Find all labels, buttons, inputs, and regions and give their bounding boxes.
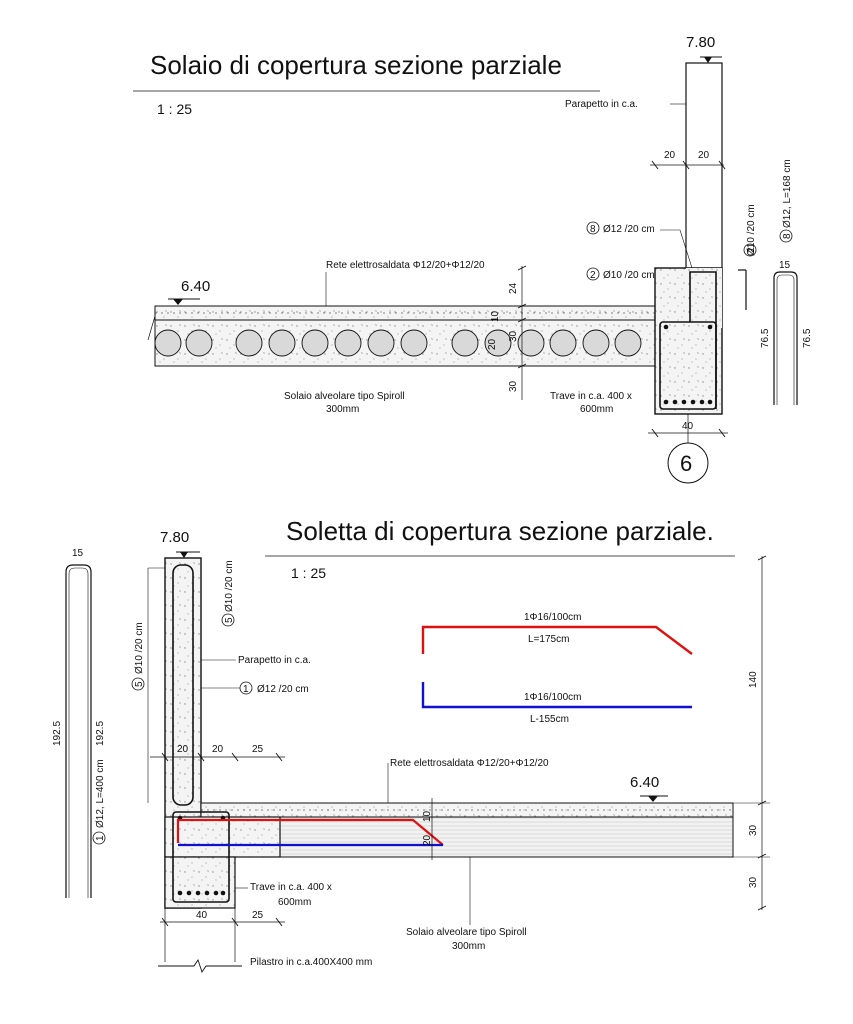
top-level-top: 7.80	[686, 34, 715, 51]
bottom-bar5-tag	[221, 613, 235, 627]
top-sched-765b: 76.5	[802, 328, 813, 348]
top-slab-topping	[154, 305, 656, 321]
top-parapet-label: Parapetto in c.a.	[565, 99, 638, 110]
bottom-bar1-text: Ø12 /20 cm	[257, 684, 309, 695]
top-beam-label-2: 600mm	[580, 404, 613, 415]
bottom-sched-1925a: 192.5	[52, 721, 63, 746]
bottom-level-slab: 6.40	[630, 774, 659, 791]
bottom-level-top-marker	[180, 552, 188, 558]
bottom-blue-bar-line2: L-155cm	[530, 714, 569, 725]
top-bar2-text: Ø10 /20 cm	[603, 270, 655, 281]
top-sched8-bar	[773, 271, 798, 405]
bottom-level-slab-marker	[648, 796, 658, 802]
bottom-parapet-label: Parapetto in c.a.	[238, 655, 311, 666]
bottom-section: Soletta di copertura sezione parziale. 1…	[52, 516, 770, 974]
bottom-hollow-core-slab	[279, 816, 734, 858]
bottom-dim-30b: 30	[748, 876, 759, 888]
top-mesh-label: Rete elettrosaldata Φ12/20+Φ12/20	[326, 260, 485, 271]
bottom-beam-label-2: 600mm	[278, 897, 311, 908]
bottom-red-bar-line1: 1Φ16/100cm	[524, 612, 581, 623]
bottom-bar5b-text: Ø10 /20 cm	[134, 622, 145, 674]
svg-text:1: 1	[243, 684, 249, 695]
top-title: Solaio di copertura sezione parziale	[150, 50, 562, 80]
top-sched-15: 15	[779, 260, 791, 271]
top-dim-30b: 30	[508, 380, 519, 392]
bottom-bar5-text: Ø10 /20 cm	[224, 560, 235, 612]
svg-text:8: 8	[590, 224, 596, 235]
top-sched2-text: Ø10 /20 cm	[746, 204, 757, 256]
top-sched8-tag	[779, 229, 793, 243]
top-axis-label: 6	[680, 451, 692, 476]
bottom-level-top: 7.80	[160, 529, 189, 546]
top-slab-cores	[154, 329, 642, 357]
svg-text:5: 5	[224, 617, 235, 623]
top-slab-label-1: Solaio alveolare tipo Spiroll	[284, 391, 405, 402]
top-level-slab-marker	[173, 299, 183, 305]
bottom-dim-25a: 25	[252, 744, 264, 755]
top-parapet-wall	[685, 62, 723, 269]
top-beam-label-1: Trave in c.a. 400 x	[550, 391, 632, 402]
bottom-dim-140: 140	[748, 671, 759, 688]
bottom-beam-stirrup	[172, 811, 230, 903]
top-level-top-marker	[704, 57, 712, 63]
top-dim-10: 10	[490, 310, 501, 322]
top-bar8-tag	[586, 221, 600, 235]
top-axis-bubble	[667, 442, 709, 484]
bottom-red-bar-line2: L=175cm	[528, 634, 569, 645]
bottom-dim-40: 40	[196, 910, 208, 921]
bottom-beam-top	[164, 816, 281, 858]
bottom-sched1-text: Ø12, L=400 cm	[95, 759, 106, 828]
bottom-beam-rebars	[177, 815, 226, 896]
top-level-slab: 6.40	[181, 278, 210, 295]
top-dim-30a: 30	[508, 330, 519, 342]
bottom-dim-10: 10	[422, 810, 433, 822]
top-scale: 1 : 25	[157, 101, 192, 117]
svg-text:8: 8	[782, 233, 793, 239]
bottom-slab-label-2: 300mm	[452, 941, 485, 952]
svg-text:5: 5	[134, 681, 145, 687]
bottom-sched-15: 15	[72, 548, 84, 559]
bottom-dim-20b: 20	[212, 744, 224, 755]
bottom-bar5b-tag	[131, 677, 145, 691]
svg-text:1: 1	[95, 835, 106, 841]
bottom-beam	[164, 856, 236, 909]
bottom-title: Soletta di copertura sezione parziale.	[286, 516, 714, 546]
bottom-mesh-label: Rete elettrosaldata Φ12/20+Φ12/20	[390, 758, 549, 769]
bottom-dim-20a: 20	[177, 744, 189, 755]
bottom-beam-label-1: Trave in c.a. 400 x	[250, 882, 332, 893]
bottom-pillar-break	[158, 958, 242, 974]
bottom-red-bar-in-section	[176, 818, 444, 846]
svg-text:2: 2	[746, 247, 757, 253]
top-dim-20b: 20	[698, 150, 710, 161]
bottom-blue-bar-shape	[421, 682, 692, 709]
top-parapet-bar	[689, 271, 717, 409]
bottom-red-bar-shape	[421, 625, 693, 655]
bottom-sched-1925b: 192.5	[95, 721, 106, 746]
bottom-sched1-bar	[65, 564, 92, 898]
top-sched2-tag	[743, 243, 757, 257]
bottom-pillar-label: Pilastro in c.a.400X400 mm	[250, 957, 372, 968]
bottom-dim-25b: 25	[252, 910, 264, 921]
top-dim-24: 24	[508, 282, 519, 294]
top-section: Solaio di copertura sezione parziale 1 :…	[133, 34, 813, 484]
top-sched-765a: 76.5	[760, 328, 771, 348]
bottom-sched1-tag	[92, 831, 106, 845]
top-dim-20a: 20	[664, 150, 676, 161]
bottom-blue-bar-line1: 1Φ16/100cm	[524, 692, 581, 703]
top-dim-20c: 20	[487, 338, 498, 350]
svg-text:2: 2	[590, 270, 596, 281]
top-slab-label-2: 300mm	[326, 404, 359, 415]
top-sched8-text: Ø12, L=168 cm	[782, 159, 793, 228]
bottom-scale: 1 : 25	[291, 565, 326, 581]
top-beam-rebars	[663, 324, 713, 405]
bottom-slab-label-1: Solaio alveolare tipo Spiroll	[406, 927, 527, 938]
bottom-wall-bar	[172, 564, 194, 806]
bottom-dim-20c: 20	[422, 834, 433, 846]
top-bar2-tag	[586, 267, 600, 281]
bottom-dim-30a: 30	[748, 824, 759, 836]
top-bar8-text: Ø12 /20 cm	[603, 224, 655, 235]
